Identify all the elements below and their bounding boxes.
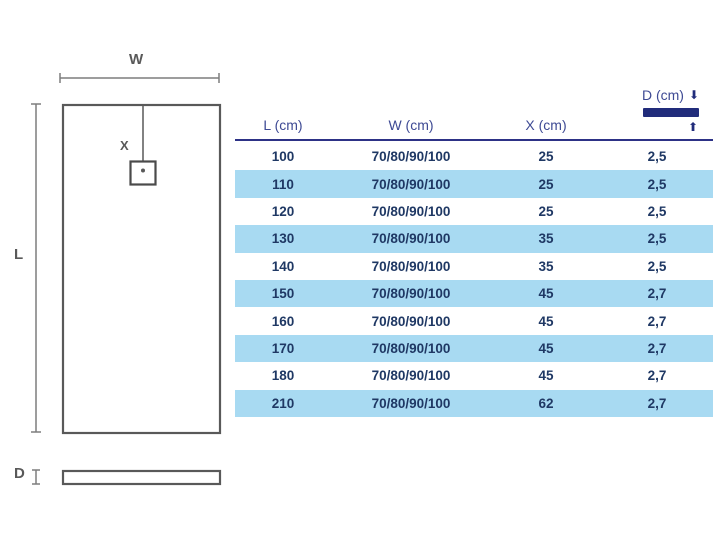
cell-w: 70/80/90/100 [371,176,451,192]
dimensions-table: L (cm) W (cm) X (cm) D (cm) ⬇ ⬆ 100 70/80… [235,85,713,417]
cell-l: 100 [271,149,295,165]
header-divider [235,139,713,141]
cell-d: 2,5 [647,203,667,219]
cell-x: 62 [538,395,554,411]
cell-l: 150 [271,286,295,302]
cell-l: 210 [271,395,295,411]
header-depth-top: D (cm) ⬇ [642,87,699,103]
table-row: 110 70/80/90/100 25 2,5 [235,170,713,198]
cell-l: 110 [272,176,294,192]
cell-w: 70/80/90/100 [371,231,451,247]
cell-l: 160 [271,313,295,329]
cell-d: 2,7 [647,313,667,329]
dimension-diagram: W L X D [0,0,235,540]
depth-label: D [14,465,26,482]
drain-position-label: X [120,138,130,153]
diagram-drawing [31,73,222,486]
depth-bar-icon [643,108,699,117]
table-row: 210 70/80/90/100 62 2,7 [235,389,713,417]
header-drain-offset: X (cm) [525,117,567,133]
cell-d: 2,7 [647,395,667,411]
table-body: 100 70/80/90/100 25 2,5 110 70/80/90/100 25 2,5… [235,143,713,417]
cell-x: 45 [538,286,554,302]
cell-d: 2,7 [647,368,667,384]
cell-x: 25 [538,149,554,165]
cell-w: 70/80/90/100 [371,395,451,411]
cell-l: 180 [271,368,295,384]
cell-l: 140 [271,258,295,274]
cell-w: 70/80/90/100 [371,286,451,302]
cell-d: 2,5 [647,231,667,247]
cell-x: 45 [538,340,554,356]
cell-d: 2,5 [647,176,667,192]
table-row: 150 70/80/90/100 45 2,7 [235,279,713,308]
depth-up-arrow-icon: ⬆ [687,120,698,134]
header-width: W (cm) [388,117,434,133]
cell-d: 2,5 [647,149,667,165]
table-row: 170 70/80/90/100 45 2,7 [235,334,713,363]
table-row: 180 70/80/90/100 45 2,7 [235,362,713,389]
cell-x: 45 [538,313,554,329]
cell-w: 70/80/90/100 [371,313,451,329]
cell-w: 70/80/90/100 [371,368,451,384]
table-row: 140 70/80/90/100 35 2,5 [235,253,713,280]
cell-x: 25 [538,176,554,192]
cell-d: 2,7 [647,340,667,356]
header-length: L (cm) [263,117,303,133]
cell-w: 70/80/90/100 [371,149,451,165]
table-row: 160 70/80/90/100 45 2,7 [235,307,713,334]
cell-d: 2,7 [647,286,667,302]
cell-w: 70/80/90/100 [371,258,451,274]
cell-l: 130 [271,231,295,247]
cell-l: 170 [271,340,295,356]
cell-d: 2,5 [647,258,667,274]
depth-down-arrow-icon: ⬇ [688,88,699,102]
length-label: L [14,246,24,263]
cell-x: 35 [538,231,554,247]
width-label: W [129,51,144,68]
cell-x: 35 [538,258,554,274]
table-row: 120 70/80/90/100 25 2,5 [235,198,713,225]
cell-l: 120 [271,203,295,219]
header-depth: D (cm) ⬇ ⬆ [642,87,699,133]
table-row: 100 70/80/90/100 25 2,5 [235,143,713,170]
header-depth-label: D (cm) [641,87,684,103]
cell-x: 45 [538,368,554,384]
cell-w: 70/80/90/100 [371,340,451,356]
table-row: 130 70/80/90/100 35 2,5 [235,225,713,253]
cell-x: 25 [538,203,554,219]
table-header-row: L (cm) W (cm) X (cm) D (cm) ⬇ ⬆ [235,85,713,139]
cell-w: 70/80/90/100 [371,203,451,219]
